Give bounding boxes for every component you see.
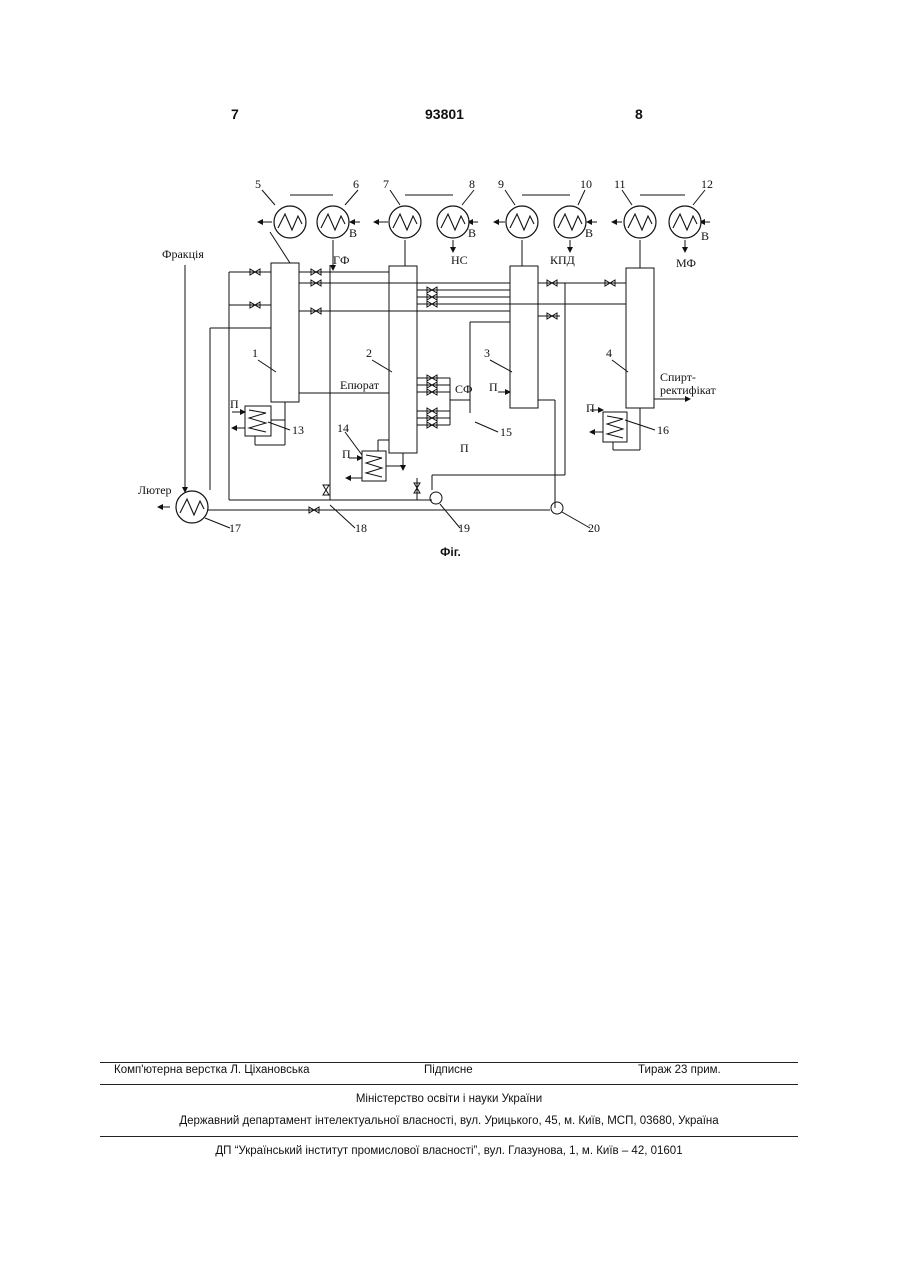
heat-exchanger-17 — [176, 491, 208, 523]
label-water: В — [349, 226, 357, 240]
label-water: В — [585, 226, 593, 240]
number-18: 18 — [355, 521, 367, 535]
label-gf: ГФ — [333, 253, 349, 267]
footer-layout: Комп'ютерна верстка Л. Ціхановська — [114, 1064, 310, 1076]
condenser-8 — [437, 206, 469, 238]
process-flow-diagram: Фракція ГФ НС КПД МФ Епюрат СФ Лютер Спи… — [0, 0, 901, 600]
label-water: В — [701, 229, 709, 243]
number-6: 6 — [353, 177, 359, 191]
condenser-10 — [554, 206, 586, 238]
number-4: 4 — [606, 346, 612, 360]
label-ns: НС — [451, 253, 468, 267]
label-steam: П — [489, 380, 498, 394]
number-16: 16 — [657, 423, 669, 437]
label-rectified-2: ректифікат — [660, 383, 716, 397]
number-13: 13 — [292, 423, 304, 437]
condenser-11 — [624, 206, 656, 238]
column-1 — [271, 263, 299, 402]
condenser-12 — [669, 206, 701, 238]
number-7: 7 — [383, 177, 389, 191]
pump-20 — [551, 502, 563, 514]
condenser-5 — [274, 206, 306, 238]
condenser-9 — [506, 206, 538, 238]
footer-rule — [100, 1136, 798, 1137]
number-11: 11 — [614, 177, 626, 191]
label-steam: П — [586, 401, 595, 415]
footer-signed: Підписне — [424, 1064, 473, 1076]
footer-circulation: Тираж 23 прим. — [638, 1064, 721, 1076]
label-lyuter: Лютер — [138, 483, 172, 497]
number-19: 19 — [458, 521, 470, 535]
label-mf: МФ — [676, 256, 696, 270]
label-steam: П — [460, 441, 469, 455]
label-rectified-1: Спирт- — [660, 370, 696, 384]
label-sf: СФ — [455, 382, 472, 396]
number-8: 8 — [469, 177, 475, 191]
column-3 — [510, 266, 538, 408]
number-12: 12 — [701, 177, 713, 191]
number-15: 15 — [500, 425, 512, 439]
number-10: 10 — [580, 177, 592, 191]
pump-19 — [430, 492, 442, 504]
label-epyurat: Епюрат — [340, 378, 380, 392]
figure-caption: Фіг. — [0, 545, 901, 559]
footer-rule — [100, 1084, 798, 1085]
footer-department: Державний департамент інтелектуальної вл… — [100, 1115, 798, 1127]
label-steam: П — [342, 447, 351, 461]
label-fraction: Фракція — [162, 247, 204, 261]
number-9: 9 — [498, 177, 504, 191]
label-steam: П — [230, 397, 239, 411]
condenser-7 — [389, 206, 421, 238]
column-2 — [389, 266, 417, 453]
column-4 — [626, 268, 654, 408]
footer-rule — [100, 1062, 798, 1063]
number-5: 5 — [255, 177, 261, 191]
condenser-6 — [317, 206, 349, 238]
number-3: 3 — [484, 346, 490, 360]
number-17: 17 — [229, 521, 241, 535]
footer-ministry: Міністерство освіти і науки України — [100, 1093, 798, 1105]
label-water: В — [468, 226, 476, 240]
label-kpd: КПД — [550, 253, 575, 267]
number-1: 1 — [252, 346, 258, 360]
number-2: 2 — [366, 346, 372, 360]
number-20: 20 — [588, 521, 600, 535]
number-14: 14 — [337, 421, 349, 435]
footer-institute: ДП “Український інститут промислової вла… — [100, 1145, 798, 1157]
